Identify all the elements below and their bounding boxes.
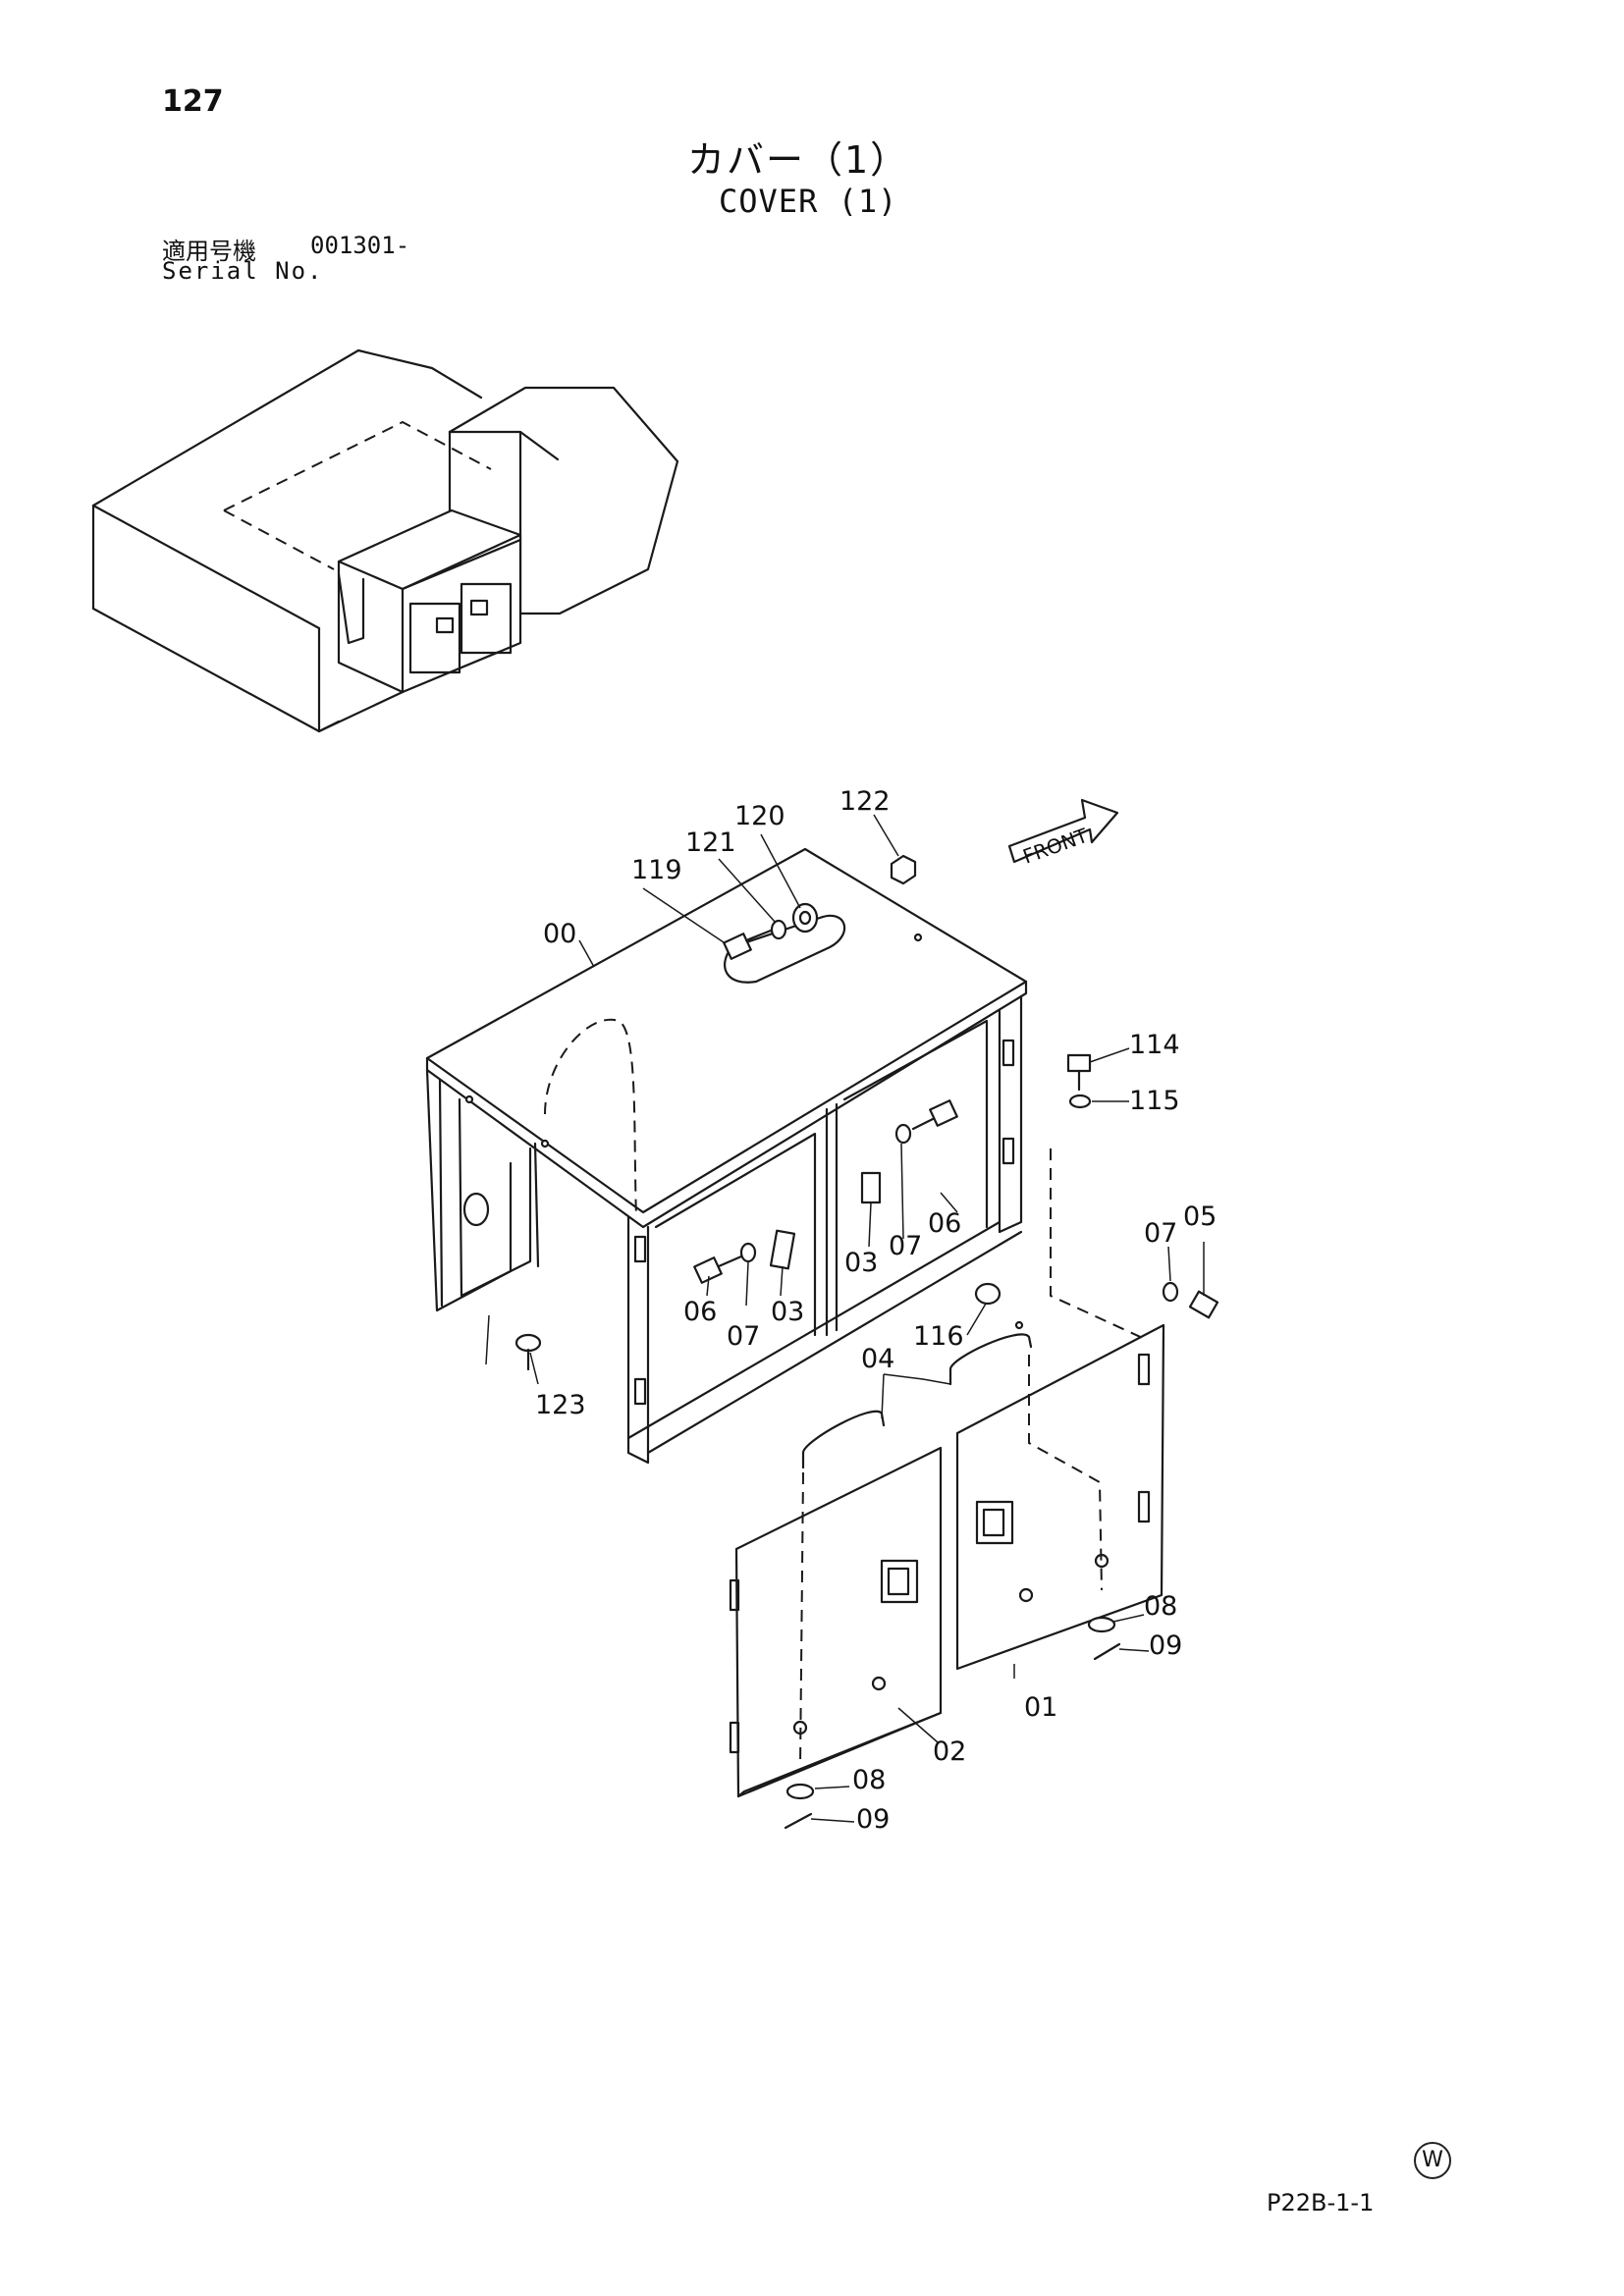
front-direction-arrow: FRONT <box>1007 798 1119 869</box>
callout-116: 116 <box>913 1321 964 1352</box>
callout-115: 115 <box>1129 1086 1180 1116</box>
callout-01: 01 <box>1024 1692 1057 1723</box>
callout-09b: 09 <box>856 1804 890 1835</box>
main-cover-frame <box>425 847 1028 1465</box>
callout-08b: 08 <box>852 1765 886 1795</box>
callout-122: 122 <box>839 786 891 817</box>
serial-label-japanese: 適用号機 <box>162 238 256 265</box>
callout-06b: 06 <box>683 1297 717 1327</box>
callout-07a: 07 <box>889 1231 922 1261</box>
callout-09a: 09 <box>1149 1630 1182 1661</box>
callout-04: 04 <box>861 1344 894 1374</box>
callout-05: 05 <box>1183 1201 1217 1232</box>
hardware-parts <box>514 854 1219 1469</box>
callout-123: 123 <box>535 1390 586 1420</box>
callout-06a: 06 <box>928 1208 961 1239</box>
callout-119: 119 <box>631 855 682 885</box>
callout-00: 00 <box>543 919 576 949</box>
callout-07c: 07 <box>1144 1218 1177 1249</box>
callout-03a: 03 <box>844 1248 878 1278</box>
callout-labels: 00 119 121 120 122 114 115 06 07 03 06 0… <box>535 786 1217 1835</box>
callout-07b: 07 <box>727 1321 760 1352</box>
callout-02: 02 <box>933 1736 966 1767</box>
callout-121: 121 <box>685 828 736 858</box>
page-code: P22B-1-1 <box>1267 2189 1375 2216</box>
serial-number-value: 001301- <box>310 232 410 259</box>
callout-03b: 03 <box>771 1297 804 1327</box>
page-number: 127 <box>162 84 224 119</box>
callout-leaders <box>529 814 1205 1823</box>
callout-08a: 08 <box>1144 1591 1177 1622</box>
machine-overview-sketch <box>91 348 679 733</box>
watermark-circle-w: W <box>1414 2142 1451 2179</box>
title-english: COVER (1) <box>719 183 898 220</box>
serial-label-english: Serial No. <box>162 257 324 285</box>
callout-120: 120 <box>734 801 785 831</box>
callout-114: 114 <box>1129 1030 1180 1060</box>
door-panels <box>729 1148 1165 1830</box>
title-japanese: カバー（1） <box>687 138 910 182</box>
